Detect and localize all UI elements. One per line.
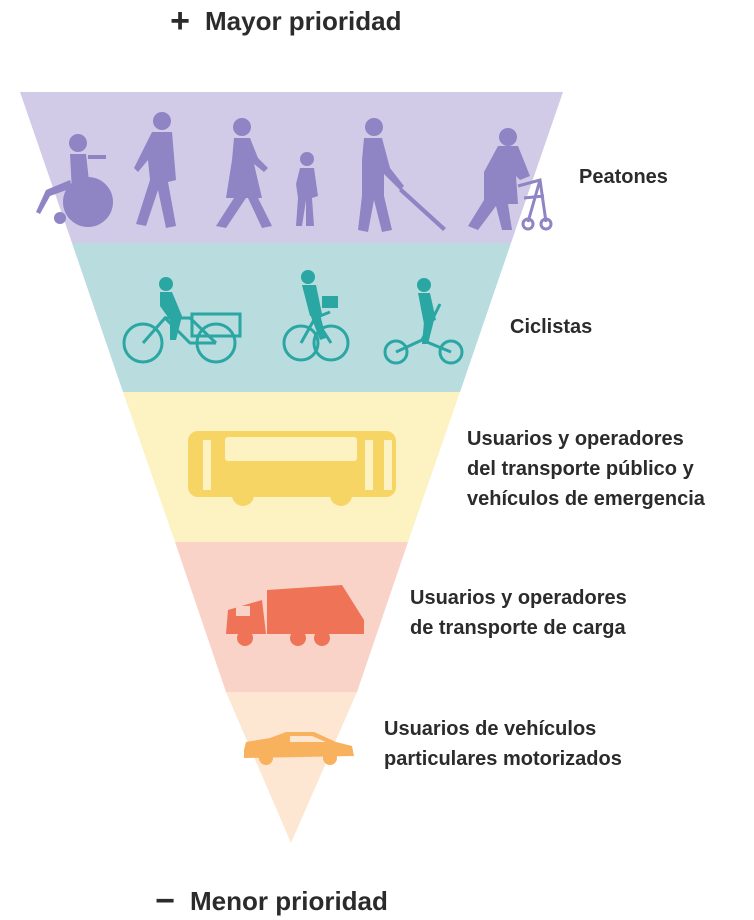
walking-man-icon bbox=[134, 112, 176, 228]
layer-private-vehicles bbox=[226, 692, 357, 843]
elderly-walker-icon bbox=[468, 128, 553, 231]
label-public-transport-line-1: Usuarios y operadores bbox=[467, 428, 684, 450]
label-public-transport-line-3: vehículos de emergencia bbox=[467, 488, 705, 510]
label-cargo-line-1: Usuarios y operadores bbox=[410, 587, 627, 609]
higher-priority-label: Mayor prioridad bbox=[205, 5, 402, 36]
higher-priority-heading: + Mayor prioridad bbox=[165, 4, 401, 38]
walking-woman-icon bbox=[216, 118, 272, 228]
minus-icon: − bbox=[155, 882, 175, 920]
label-cyclists: Ciclistas bbox=[510, 312, 592, 342]
label-cyclists-line-1: Ciclistas bbox=[510, 316, 593, 338]
layer-pedestrians bbox=[20, 92, 563, 243]
garbage-truck-icon bbox=[226, 585, 364, 646]
label-pedestrians-line-1: Peatones bbox=[579, 166, 668, 188]
blind-person-cane-icon bbox=[358, 118, 446, 232]
label-public-transport-line-2: del transporte público y bbox=[467, 458, 694, 480]
label-public-transport: Usuarios y operadores del transporte púb… bbox=[467, 424, 705, 514]
cyclist-icon bbox=[282, 270, 350, 362]
plus-icon: + bbox=[170, 2, 190, 40]
cargo-tricycle-icon bbox=[122, 277, 242, 364]
car-icon bbox=[244, 732, 354, 765]
label-cargo: Usuarios y operadores de transporte de c… bbox=[410, 583, 627, 643]
lower-priority-heading: − Menor prioridad bbox=[150, 884, 388, 918]
bus-icon bbox=[188, 431, 396, 506]
label-cargo-line-2: de transporte de carga bbox=[410, 617, 626, 639]
label-private-vehicles: Usuarios de vehículos particulares motor… bbox=[384, 714, 622, 774]
label-private-vehicles-line-2: particulares motorizados bbox=[384, 748, 622, 770]
lower-priority-label: Menor prioridad bbox=[190, 885, 388, 916]
folding-bike-cyclist-icon bbox=[383, 278, 464, 365]
label-private-vehicles-line-1: Usuarios de vehículos bbox=[384, 718, 597, 740]
label-pedestrians: Peatones bbox=[579, 162, 668, 192]
child-icon bbox=[296, 152, 318, 226]
wheelchair-user-icon bbox=[36, 134, 113, 227]
layer-cyclists bbox=[72, 243, 511, 392]
